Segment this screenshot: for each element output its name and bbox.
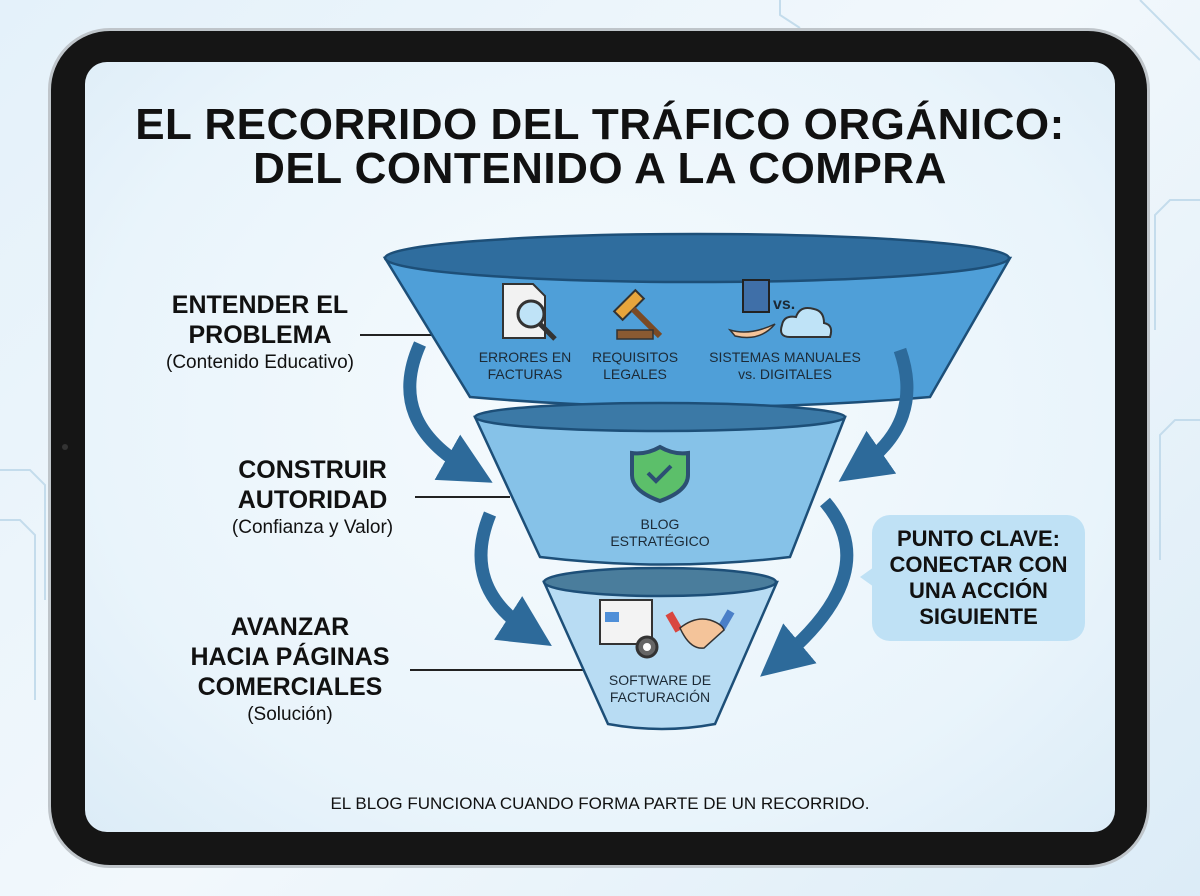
arrow-left-2 <box>474 511 552 647</box>
stage-label-entender: ENTENDER EL PROBLEMA (Contenido Educativ… <box>140 290 380 376</box>
stage-label-avanzar: AVANZAR HACIA PÁGINAS COMERCIALES (Soluc… <box>160 612 420 728</box>
funnel-item-line: FACTURAS <box>487 366 563 382</box>
key-point-callout: PUNTO CLAVE: CONECTAR CON UNA ACCIÓN SIG… <box>860 515 1085 641</box>
book-vs-cloud-icon <box>727 279 833 339</box>
funnel-item-line: vs. DIGITALES <box>738 366 832 382</box>
stage-heading: AUTORIDAD <box>237 486 388 514</box>
callout-line: UNA ACCIÓN <box>909 578 1048 603</box>
stage-subtitle: (Solución) <box>247 704 333 725</box>
funnel-item-errores: ERRORES EN FACTURAS <box>465 349 585 383</box>
document-magnifier-icon <box>502 283 557 341</box>
shield-check-icon <box>630 444 690 504</box>
camera-dot <box>62 444 68 450</box>
funnel-diagram <box>360 232 1013 731</box>
arrow-left-1 <box>403 341 493 483</box>
title-line-2: DEL CONTENIDO A LA COMPRA <box>253 144 947 193</box>
footer-caption: EL BLOG FUNCIONA CUANDO FORMA PARTE DE U… <box>330 794 870 813</box>
funnel-item-software: SOFTWARE DE FACTURACIÓN <box>590 672 730 706</box>
gavel-icon <box>612 288 663 340</box>
funnel-item-line: REQUISITOS <box>591 349 679 365</box>
funnel-item-line: ESTRATÉGICO <box>610 533 710 549</box>
stage-heading: AVANZAR <box>230 613 350 641</box>
funnel-item-line: SISTEMAS MANUALES <box>709 349 861 365</box>
funnel-item-line: BLOG <box>640 516 680 532</box>
title-line-1: EL RECORRIDO DEL TRÁFICO ORGÁNICO: <box>135 100 1065 149</box>
infographic-screen: EL RECORRIDO DEL TRÁFICO ORGÁNICO: DEL C… <box>85 62 1115 832</box>
funnel-item-requisitos: REQUISITOS LEGALES <box>585 349 685 383</box>
stage-subtitle: (Contenido Educativo) <box>166 352 354 373</box>
funnel-item-line: FACTURACIÓN <box>609 689 711 705</box>
arrow-right-2 <box>760 497 854 677</box>
funnel-item-sistemas: SISTEMAS MANUALES vs. DIGITALES <box>695 349 875 383</box>
callout-line: SIGUIENTE <box>919 604 1038 629</box>
stage-label-construir: CONSTRUIR AUTORIDAD (Confianza y Valor) <box>195 455 430 541</box>
vs-label: vs. <box>773 296 796 313</box>
stage-heading: CONSTRUIR <box>238 456 387 484</box>
stage-heading: HACIA PÁGINAS <box>190 643 390 671</box>
handshake-icon <box>665 609 735 649</box>
funnel-item-line: ERRORES EN <box>478 349 572 365</box>
callout-line: PUNTO CLAVE: <box>897 526 1060 551</box>
arrow-right-1 <box>838 347 914 482</box>
callout-line: CONECTAR CON <box>889 552 1068 577</box>
funnel-item-line: LEGALES <box>603 366 667 382</box>
software-gear-icon <box>599 599 659 659</box>
stage-subtitle: (Confianza y Valor) <box>231 517 394 538</box>
funnel-item-blog: BLOG ESTRATÉGICO <box>600 516 720 550</box>
stage-heading: ENTENDER EL <box>171 291 349 319</box>
funnel-item-line: SOFTWARE DE <box>608 672 712 688</box>
stage-heading: COMERCIALES <box>197 673 383 701</box>
stage-heading: PROBLEMA <box>188 321 332 349</box>
